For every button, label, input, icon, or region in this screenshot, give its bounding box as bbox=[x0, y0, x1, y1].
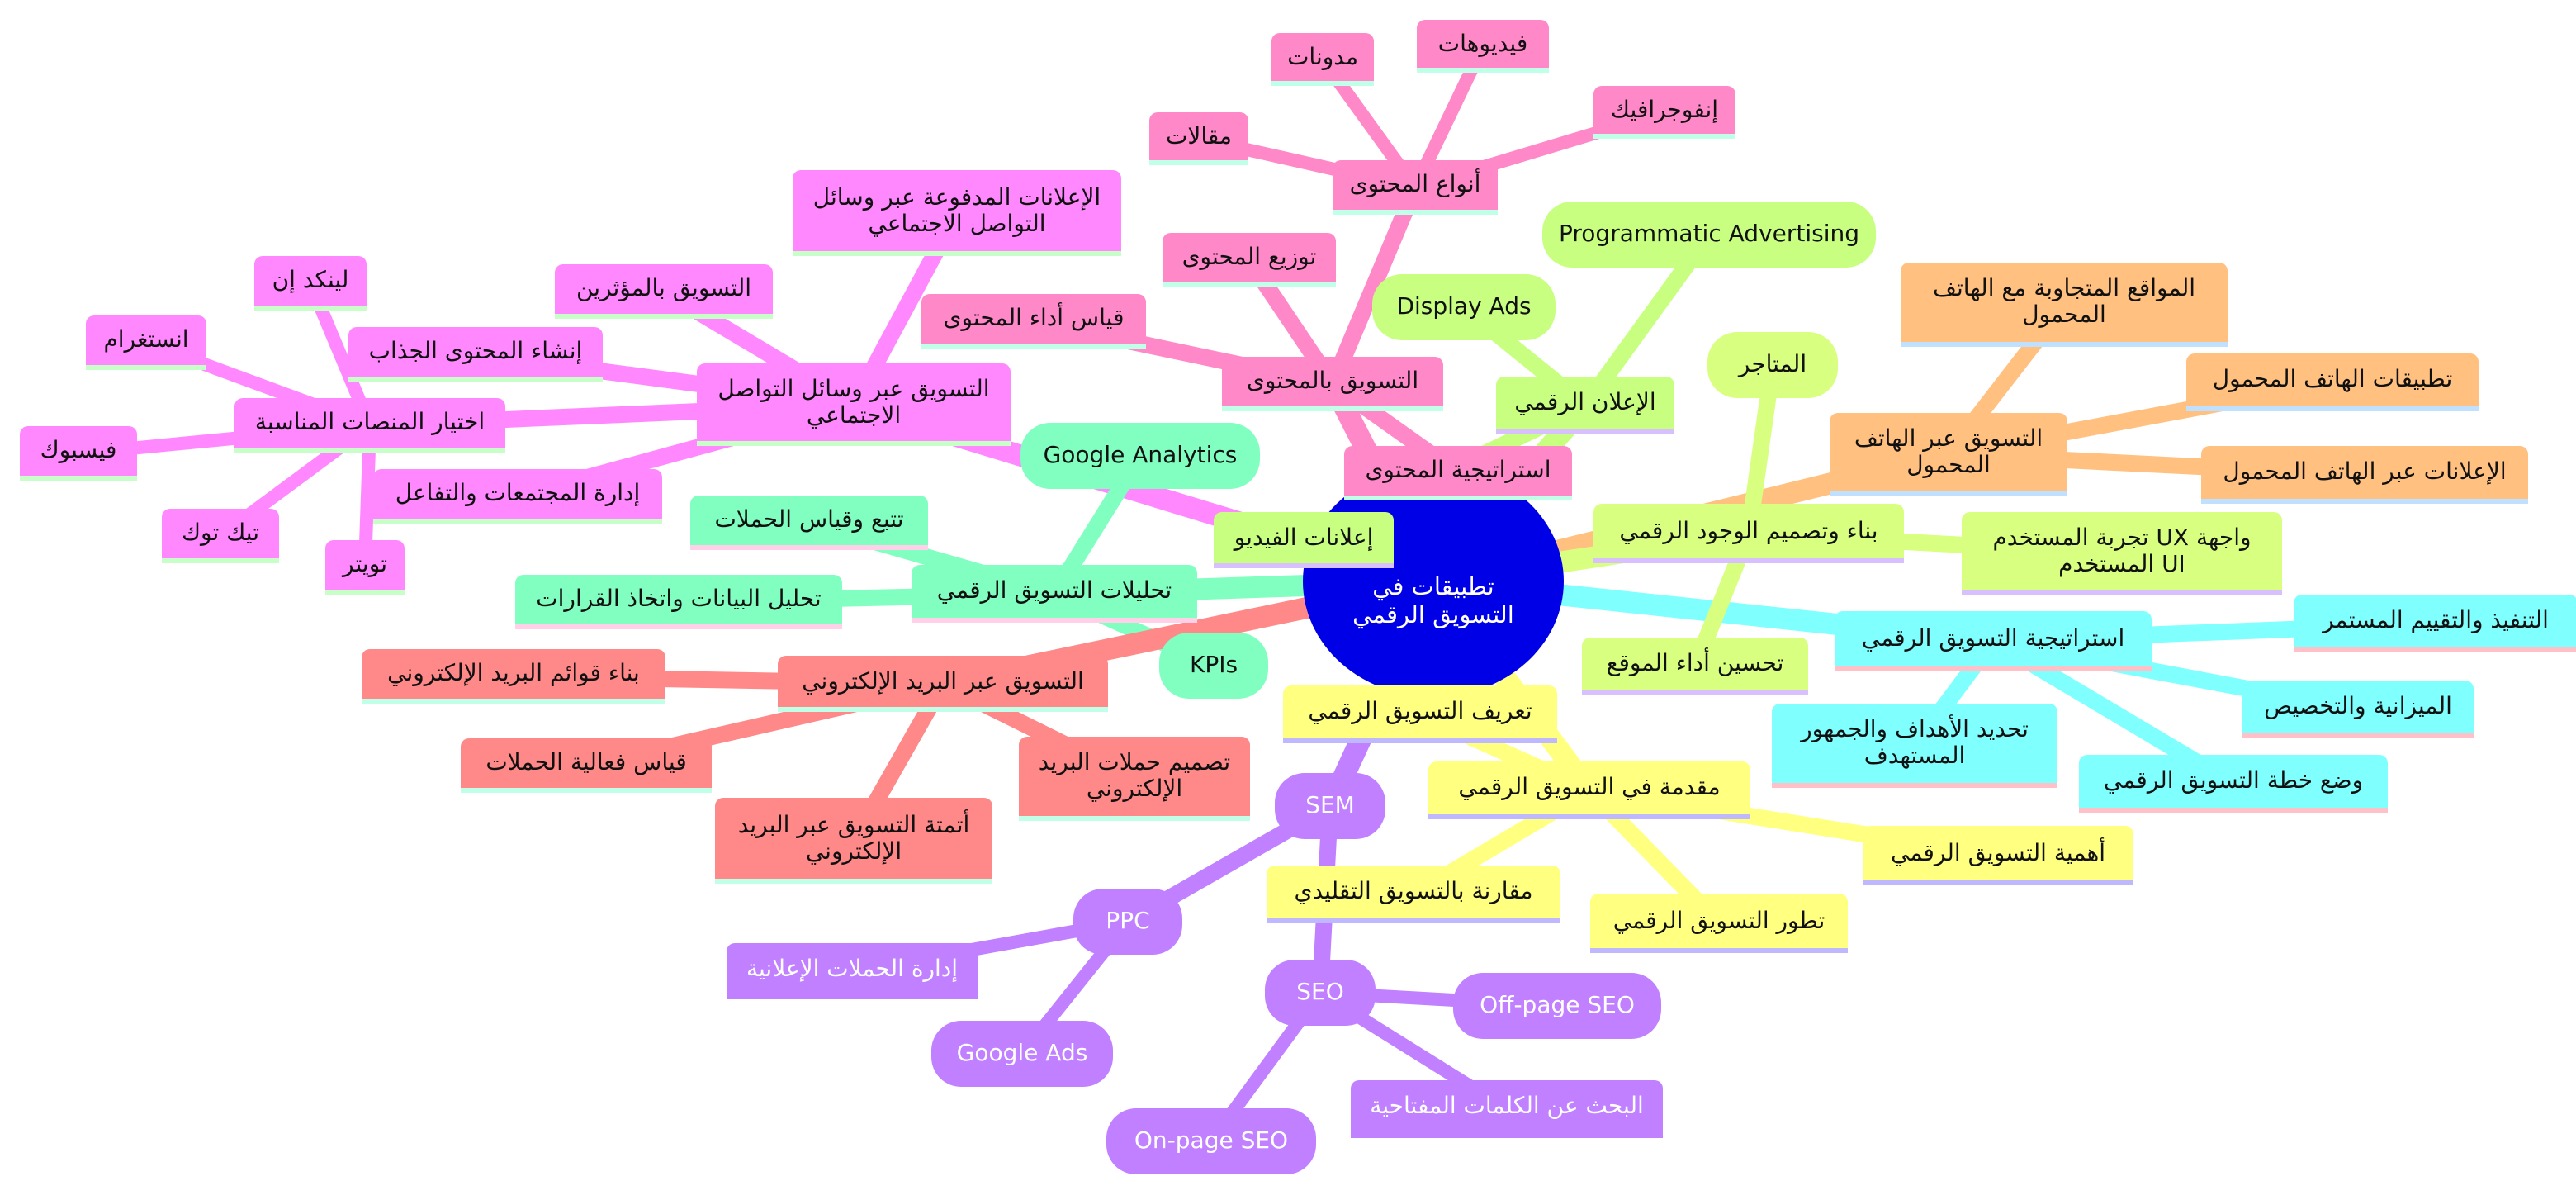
node-off-page-seo[interactable]: Off-page SEO bbox=[1453, 973, 1661, 1039]
node-influencer-marketing[interactable]: التسويق بالمؤثرين bbox=[555, 264, 773, 319]
node-videos[interactable]: فيديوهات bbox=[1417, 20, 1549, 73]
node-execution-evaluation[interactable]: التنفيذ والتقييم المستمر bbox=[2294, 595, 2576, 652]
node-evolution[interactable]: تطور التسويق الرقمي bbox=[1590, 894, 1848, 953]
root-node[interactable]: تطبيقات في التسويق الرقمي bbox=[1303, 466, 1564, 697]
node-content-marketing[interactable]: التسويق بالمحتوى bbox=[1222, 357, 1443, 411]
node-data-analysis-decisions[interactable]: تحليل البيانات واتخاذ القرارات bbox=[515, 575, 842, 629]
node-blogs[interactable]: مدونات bbox=[1271, 33, 1374, 86]
node-engaging-content[interactable]: إنشاء المحتوى الجذاب bbox=[348, 327, 603, 382]
node-content-distribution[interactable]: توزيع المحتوى bbox=[1163, 233, 1336, 287]
node-kpis[interactable]: KPIs bbox=[1159, 633, 1268, 699]
node-importance[interactable]: أهمية التسويق الرقمي bbox=[1863, 826, 2133, 885]
node-intro-digital-marketing[interactable]: مقدمة في التسويق الرقمي bbox=[1428, 761, 1750, 819]
node-google-ads[interactable]: Google Ads bbox=[931, 1021, 1113, 1087]
connector-line bbox=[1324, 184, 1423, 387]
node-sem[interactable]: SEM bbox=[1275, 773, 1385, 839]
node-linkedin[interactable]: لينكد إن bbox=[254, 256, 367, 311]
node-goals-audience[interactable]: تحديد الأهداف والجمهور المستهدف bbox=[1772, 704, 2057, 788]
node-digital-presence[interactable]: بناء وتصميم الوجود الرقمي bbox=[1593, 504, 1904, 563]
node-stores[interactable]: المتاجر bbox=[1707, 332, 1838, 398]
node-paid-social-ads[interactable]: الإعلانات المدفوعة عبر وسائل التواصل الا… bbox=[793, 170, 1121, 256]
node-community-management[interactable]: إدارة المجتمعات والتفاعل bbox=[373, 469, 662, 524]
node-mobile-apps[interactable]: تطبيقات الهاتف المحمول bbox=[2186, 353, 2479, 411]
node-tiktok[interactable]: تيك توك bbox=[162, 509, 279, 563]
node-digital-strategy[interactable]: استراتيجية التسويق الرقمي bbox=[1835, 611, 2152, 671]
node-digital-analytics[interactable]: تحليلات التسويق الرقمي bbox=[912, 565, 1197, 623]
node-content-types[interactable]: أنواع المحتوى bbox=[1333, 160, 1498, 215]
node-facebook[interactable]: فيسبوك bbox=[20, 426, 137, 481]
node-infographics[interactable]: إنفوجرافيك bbox=[1593, 86, 1735, 139]
node-mobile-marketing[interactable]: التسويق عبر الهاتف المحمول bbox=[1830, 413, 2067, 496]
node-on-page-seo[interactable]: On-page SEO bbox=[1106, 1108, 1316, 1174]
node-content-performance[interactable]: قياس أداء المحتوى bbox=[921, 294, 1146, 349]
node-email-list-building[interactable]: بناء قوائم البريد الإلكتروني bbox=[362, 649, 665, 704]
node-campaign-tracking[interactable]: تتبع وقياس الحملات bbox=[690, 496, 928, 550]
node-responsive-sites[interactable]: المواقع المتجاوبة مع الهاتف المحمول bbox=[1901, 263, 2228, 347]
node-display-ads[interactable]: Display Ads bbox=[1372, 274, 1556, 340]
node-digital-advertising[interactable]: الإعلان الرقمي bbox=[1496, 377, 1674, 434]
node-choose-platforms[interactable]: اختيار المنصات المناسبة bbox=[234, 398, 505, 453]
node-email-marketing[interactable]: التسويق عبر البريد الإلكتروني bbox=[778, 656, 1108, 712]
node-instagram[interactable]: انستغرام bbox=[86, 315, 206, 370]
node-email-automation[interactable]: أتمتة التسويق عبر البريد الإلكتروني bbox=[715, 798, 992, 884]
node-definition[interactable]: تعريف التسويق الرقمي bbox=[1283, 685, 1557, 743]
node-content-strategy[interactable]: استراتيجية المحتوى bbox=[1344, 446, 1572, 500]
node-keyword-research[interactable]: البحث عن الكلمات المفتاحية bbox=[1351, 1080, 1663, 1138]
node-articles[interactable]: مقالات bbox=[1149, 112, 1248, 165]
node-twitter[interactable]: تويتر bbox=[325, 540, 405, 595]
node-google-analytics[interactable]: Google Analytics bbox=[1020, 423, 1260, 489]
node-social-media-marketing[interactable]: التسويق عبر وسائل التواصل الاجتماعي bbox=[697, 363, 1011, 446]
node-ux-ui[interactable]: واجهة UX تجربة المستخدم UI المستخدم bbox=[1962, 512, 2282, 595]
node-budget-allocation[interactable]: الميزانية والتخصيص bbox=[2242, 681, 2474, 738]
node-site-performance[interactable]: تحسين أداء الموقع bbox=[1582, 638, 1808, 695]
node-email-campaign-design[interactable]: تصميم حملات البريد الإلكتروني bbox=[1019, 737, 1250, 821]
node-ad-campaign-management[interactable]: إدارة الحملات الإعلانية bbox=[727, 943, 978, 999]
node-ppc[interactable]: PPC bbox=[1073, 889, 1182, 955]
node-comparison-traditional[interactable]: مقارنة بالتسويق التقليدي bbox=[1267, 866, 1560, 923]
node-seo[interactable]: SEO bbox=[1265, 960, 1376, 1026]
node-video-ads[interactable]: إعلانات الفيديو bbox=[1214, 512, 1394, 568]
node-programmatic-advertising[interactable]: Programmatic Advertising bbox=[1542, 202, 1876, 268]
node-mobile-ads[interactable]: الإعلانات عبر الهاتف المحمول bbox=[2201, 446, 2528, 504]
node-marketing-plan[interactable]: وضع خطة التسويق الرقمي bbox=[2079, 755, 2388, 813]
node-campaign-effectiveness[interactable]: قياس فعالية الحملات bbox=[461, 738, 712, 793]
